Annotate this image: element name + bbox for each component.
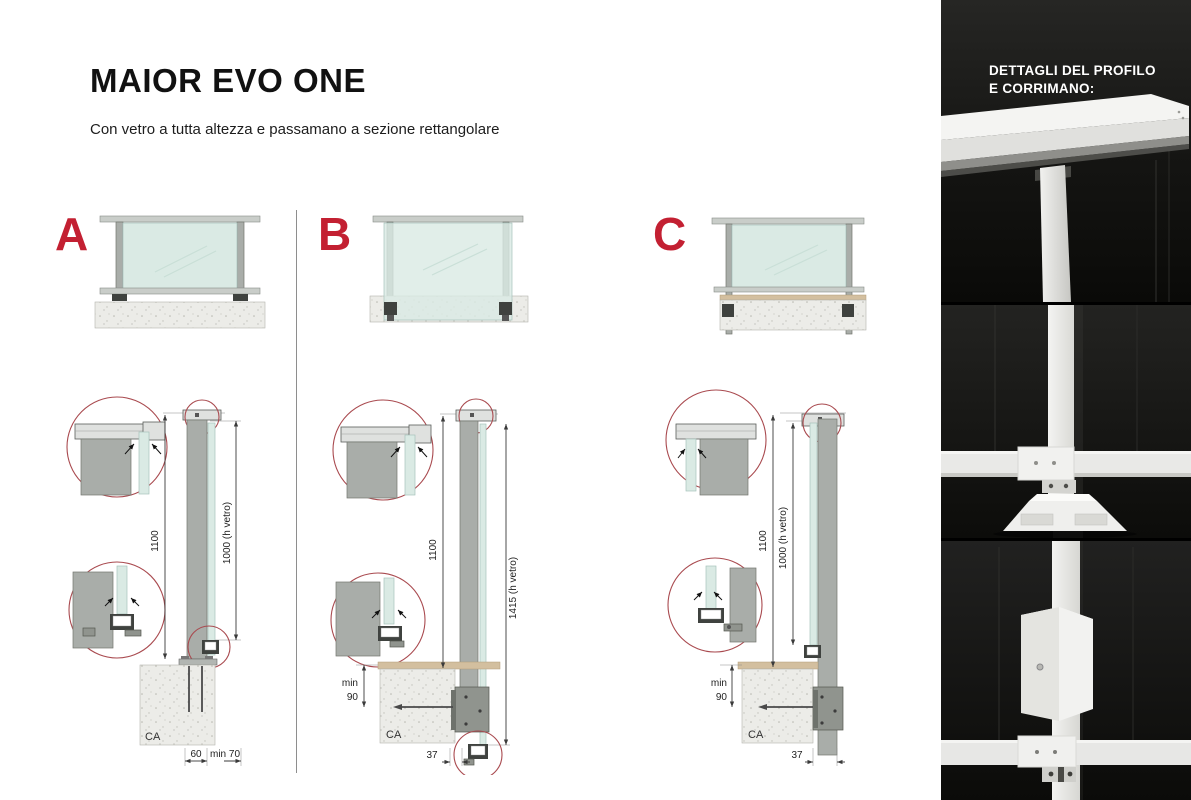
page-subtitle: Con vetro a tutta altezza e passamano a … bbox=[90, 121, 500, 138]
photo-post-base bbox=[941, 305, 1191, 538]
photo-wall-bracket bbox=[941, 541, 1191, 800]
dim-min-label-b: min bbox=[342, 678, 358, 689]
dim-min-value-b: 90 bbox=[347, 692, 359, 703]
post bbox=[1040, 165, 1071, 302]
dim-total-a: 1100 bbox=[150, 530, 161, 552]
dim-glass-b: 1415 (h vetro) bbox=[508, 557, 519, 619]
panel-title: DETTAGLI DEL PROFILO E CORRIMANO: bbox=[989, 62, 1169, 98]
dim-spacing-a: 60 bbox=[190, 749, 202, 760]
dim-offset-c: 37 bbox=[791, 750, 803, 761]
photo-post-base-image bbox=[941, 305, 1191, 538]
detail-circle-channel-b bbox=[453, 730, 503, 775]
rail-joint-box bbox=[1017, 735, 1077, 768]
panel-title-line2: E CORRIMANO: bbox=[989, 81, 1095, 97]
page-title: MAIOR EVO ONE bbox=[90, 62, 367, 99]
photo-wall-bracket-image bbox=[941, 541, 1191, 800]
detail-b: CA 1100 1415 (h vetro) bbox=[330, 398, 519, 775]
dim-min-label-c: min bbox=[711, 678, 727, 689]
detail-a: CA 1100 1000 (h vetro) 60 min 70 bbox=[66, 396, 242, 766]
dim-min-value-c: 90 bbox=[716, 692, 728, 703]
handrail-top-face bbox=[941, 94, 1189, 140]
detail-c: CA 1100 1000 (h vetro) min 90 bbox=[665, 389, 846, 766]
detail-circle-bottom-a bbox=[68, 561, 166, 659]
dim-glass-c: 1000 (h vetro) bbox=[778, 507, 789, 569]
dim-glass-a: 1000 (h vetro) bbox=[222, 502, 233, 564]
section-a: A bbox=[55, 200, 295, 775]
dim-total-b: 1100 bbox=[428, 539, 439, 561]
section-b-drawing: B bbox=[318, 208, 529, 775]
base-label-c: CA bbox=[748, 729, 764, 741]
photo-handrail-image bbox=[941, 0, 1191, 302]
panel-title-line1: DETTAGLI DEL PROFILO bbox=[989, 63, 1156, 78]
photo-handrail-profile: DETTAGLI DEL PROFILO E CORRIMANO: bbox=[941, 0, 1191, 302]
dim-total-c: 1100 bbox=[758, 530, 769, 552]
section-a-drawing: A bbox=[55, 208, 266, 766]
elevation-c bbox=[711, 217, 867, 335]
section-b-label: B bbox=[318, 208, 351, 260]
details-panel: DETTAGLI DEL PROFILO E CORRIMANO: bbox=[941, 0, 1191, 800]
base-label-b: CA bbox=[386, 729, 402, 741]
detail-circle-handrail-a bbox=[66, 396, 168, 498]
detail-circle-handrail-c bbox=[665, 389, 767, 496]
detail-circle-bottom-c bbox=[667, 557, 763, 653]
rail-joint-box bbox=[1017, 446, 1075, 481]
section-c-drawing: C bbox=[653, 208, 867, 766]
dim-edge-a: min 70 bbox=[210, 749, 240, 760]
dim-offset-b: 37 bbox=[426, 750, 438, 761]
section-c: C bbox=[650, 200, 892, 775]
detail-circle-bottom-b bbox=[330, 572, 426, 668]
section-divider bbox=[296, 210, 297, 773]
handrail-front-face bbox=[941, 118, 1189, 162]
section-c-label: C bbox=[653, 208, 686, 260]
section-b: B bbox=[318, 200, 560, 775]
detail-circle-handrail-b bbox=[332, 399, 434, 501]
elevation-a bbox=[94, 215, 266, 329]
base-label-a: CA bbox=[145, 731, 161, 743]
elevation-b bbox=[369, 215, 529, 323]
section-a-label: A bbox=[55, 208, 88, 260]
